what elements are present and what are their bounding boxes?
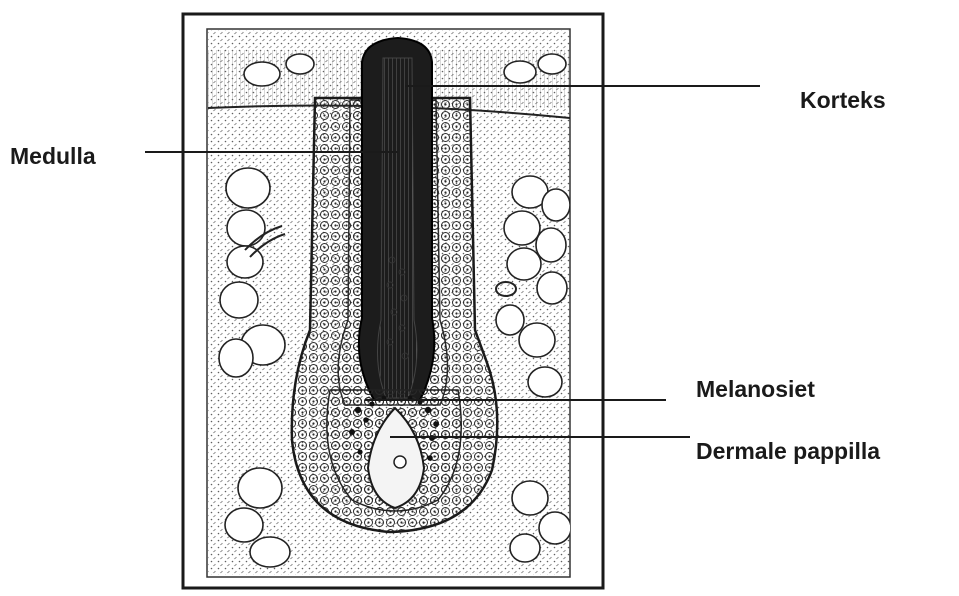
- label-medulla: Medulla: [10, 145, 96, 168]
- label-korteks: Korteks: [800, 89, 886, 112]
- hair-medulla: [377, 58, 416, 398]
- label-melanosiet: Melanosiet: [696, 378, 815, 401]
- label-dermale-pappilla: Dermale pappilla: [696, 440, 880, 463]
- papilla-capillary: [394, 456, 406, 468]
